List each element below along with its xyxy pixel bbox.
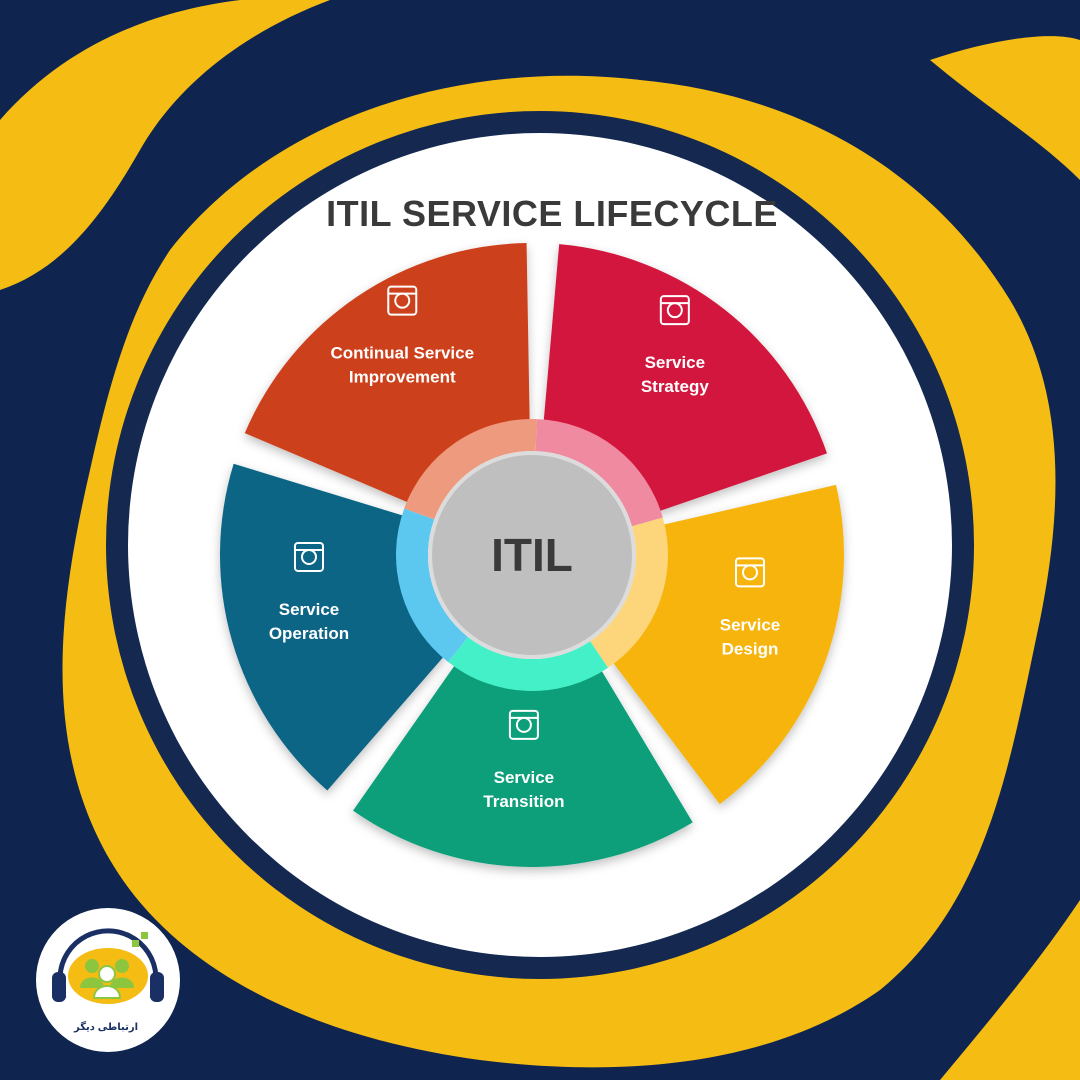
transition-cycle-icon [508,709,539,740]
segment-label-service-design-0: Service [720,615,781,634]
segment-icons [293,285,766,740]
headset-right-ear-icon [150,972,164,1002]
ring-service-design [590,517,668,668]
segment-label-service-transition-0: Service [494,768,555,787]
segment-label-continual-service-improvement-1: Improvement [349,368,456,387]
headset-arc-icon [57,928,159,999]
design-tools-icon [735,557,766,588]
operation-gears-icon [293,541,324,572]
improvement-gears-icon [387,285,418,316]
ring-continual-service-improvement [404,419,537,520]
segment-label-service-operation-1: Operation [269,624,349,643]
headset-left-ear-icon [52,972,66,1002]
strategy-flow-icon [659,295,690,326]
center-hub [428,451,636,659]
brand-logo: ارتباطی دیگر [36,908,180,1052]
page-title: ITIL SERVICE LIFECYCLE [326,193,778,234]
people-icon [80,959,134,999]
segment-service-strategy [543,244,828,513]
ring-service-strategy [535,419,663,527]
segment-label-service-strategy-1: Strategy [641,377,710,396]
segment-labels: ServiceStrategyServiceDesignServiceTrans… [269,344,780,811]
segment-service-operation [219,463,447,791]
segment-service-design [610,484,845,805]
segment-continual-service-improvement [244,243,530,505]
ring-service-transition [448,636,609,691]
segment-label-service-operation-0: Service [279,600,340,619]
logo-text: ارتباطی دیگر [73,1020,138,1033]
segment-label-service-design-1: Design [722,639,779,658]
lifecycle-segments [219,243,845,868]
ring-service-operation [395,508,468,663]
segment-label-service-strategy-0: Service [645,353,706,372]
inner-ring [395,419,668,691]
segment-service-transition [353,661,693,868]
segment-label-continual-service-improvement-0: Continual Service [330,344,474,363]
center-label: ITIL [491,529,573,581]
segment-label-service-transition-1: Transition [483,792,564,811]
